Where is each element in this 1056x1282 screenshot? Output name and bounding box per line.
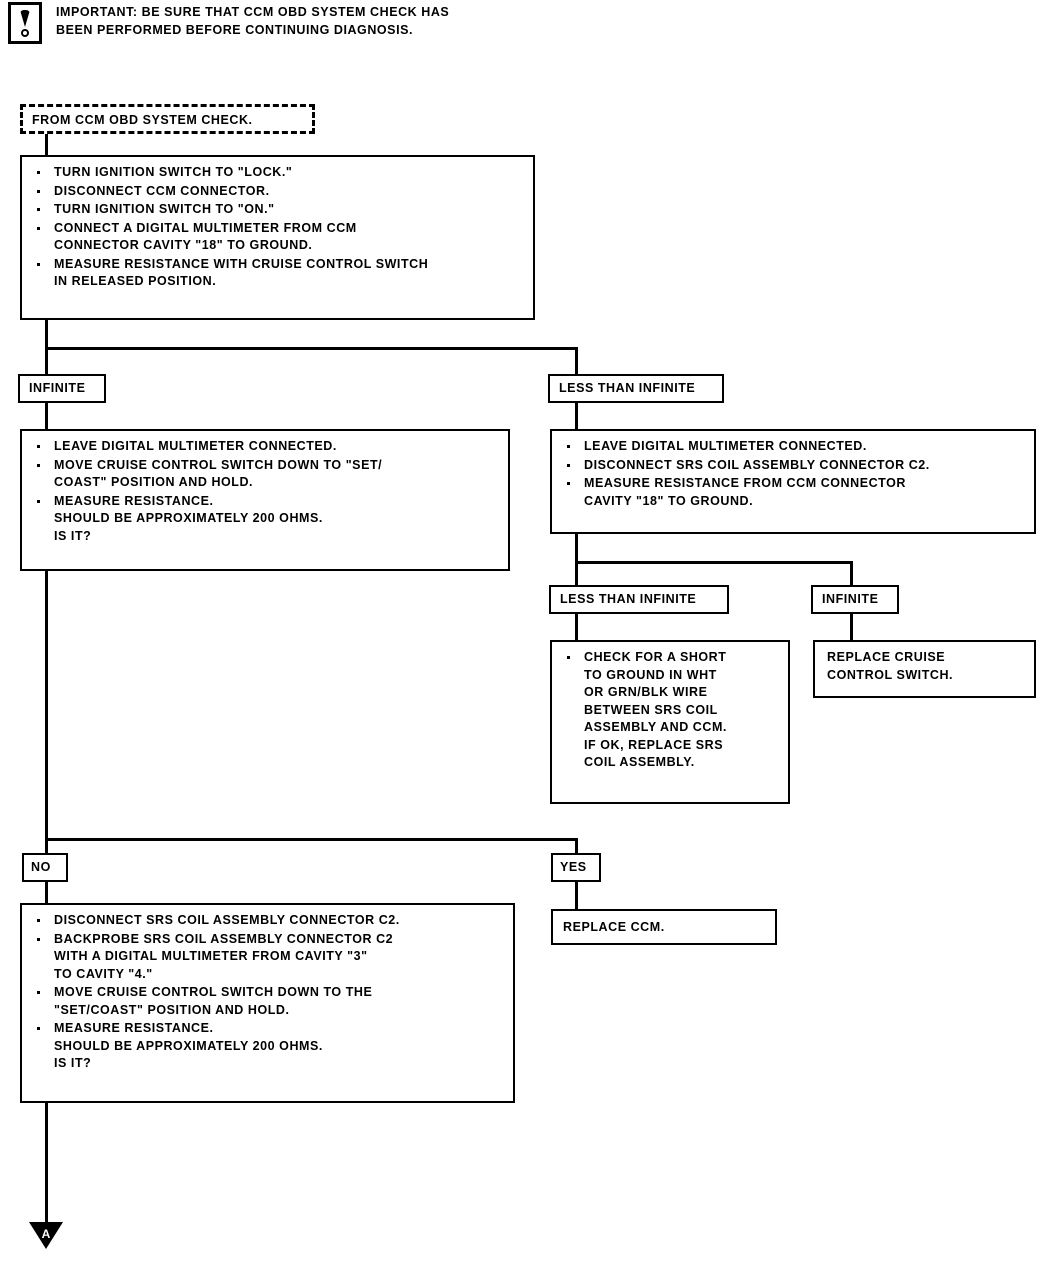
step1-bullet: DISCONNECT CCM CONNECTOR. [32, 183, 523, 201]
branch-label-infinite-2[interactable]: INFINITE [811, 585, 899, 614]
action-short-bullet: CHECK FOR A SHORT TO GROUND IN WHT OR GR… [562, 649, 778, 772]
branch-label-infinite-2-text: INFINITE [822, 592, 879, 606]
branch-label-less-than-infinite[interactable]: LESS THAN INFINITE [548, 374, 724, 403]
connector-split-bus-1 [45, 347, 578, 350]
step1-bullet: TURN IGNITION SWITCH TO "ON." [32, 201, 523, 219]
important-notice-text: IMPORTANT: BE SURE THAT CCM OBD SYSTEM C… [56, 2, 449, 39]
offpage-connector-arrow-icon [29, 1222, 63, 1249]
notice-line-2: BEEN PERFORMED BEFORE CONTINUING DIAGNOS… [56, 22, 414, 37]
important-notice: IMPORTANT: BE SURE THAT CCM OBD SYSTEM C… [8, 2, 449, 44]
branch-label-infinite-text: INFINITE [29, 381, 86, 395]
action-box-replace-ccm: REPLACE CCM. [551, 909, 777, 945]
connector-step1-down [45, 320, 48, 350]
action-box-replace-cruise-control-switch: REPLACE CRUISE CONTROL SWITCH. [813, 640, 1036, 698]
action-box-check-for-short: CHECK FOR A SHORT TO GROUND IN WHT OR GR… [550, 640, 790, 804]
connector-step2left-down [45, 571, 48, 861]
step1-bullet-list: TURN IGNITION SWITCH TO "LOCK." DISCONNE… [32, 164, 523, 291]
connector-to-less-than-infinite-tag-2 [575, 561, 578, 586]
step2-right-bullet: MEASURE RESISTANCE FROM CCM CONNECTOR CA… [562, 475, 1024, 510]
branch-label-yes[interactable]: YES [551, 853, 601, 882]
exclamation-mark-icon [8, 2, 42, 44]
connector-no-to-step3 [45, 882, 48, 904]
branch-label-less-than-infinite-2[interactable]: LESS THAN INFINITE [549, 585, 729, 614]
connector-to-less-than-infinite-tag [575, 347, 578, 375]
step2-left-bullet: MOVE CRUISE CONTROL SWITCH DOWN TO "SET/… [32, 457, 498, 492]
entry-node-label: FROM CCM OBD SYSTEM CHECK. [32, 113, 253, 127]
branch-label-yes-text: YES [560, 860, 587, 874]
step2-right-bullet-list: LEAVE DIGITAL MULTIMETER CONNECTED. DISC… [562, 438, 1024, 510]
step-box-measure-set-coast-at-ccm: LEAVE DIGITAL MULTIMETER CONNECTED. MOVE… [20, 429, 510, 571]
step2-right-bullet: DISCONNECT SRS COIL ASSEMBLY CONNECTOR C… [562, 457, 1024, 475]
offpage-connector-label: A [41, 1227, 51, 1241]
action-short-bullet-list: CHECK FOR A SHORT TO GROUND IN WHT OR GR… [562, 649, 778, 772]
branch-label-no[interactable]: NO [22, 853, 68, 882]
connector-infinite2-to-replace-switch [850, 614, 853, 641]
connector-lessthan-to-step2right [575, 403, 578, 430]
step-box-initial-measurement: TURN IGNITION SWITCH TO "LOCK." DISCONNE… [20, 155, 535, 320]
connector-lessthan2-to-action-short [575, 614, 578, 641]
connector-split-bus-3 [45, 838, 578, 841]
step2-left-bullet: LEAVE DIGITAL MULTIMETER CONNECTED. [32, 438, 498, 456]
step3-left-bullet: DISCONNECT SRS COIL ASSEMBLY CONNECTOR C… [32, 912, 503, 930]
step2-left-bullet-list: LEAVE DIGITAL MULTIMETER CONNECTED. MOVE… [32, 438, 498, 545]
step2-right-bullet: LEAVE DIGITAL MULTIMETER CONNECTED. [562, 438, 1024, 456]
step1-bullet: TURN IGNITION SWITCH TO "LOCK." [32, 164, 523, 182]
entry-node-from-ccm-obd-system-check[interactable]: FROM CCM OBD SYSTEM CHECK. [20, 104, 315, 134]
connector-yes-to-replace-ccm [575, 882, 578, 909]
connector-step2right-down [575, 534, 578, 564]
step3-left-bullet: BACKPROBE SRS COIL ASSEMBLY CONNECTOR C2… [32, 931, 503, 984]
step-box-disconnect-srs-coil-measure: LEAVE DIGITAL MULTIMETER CONNECTED. DISC… [550, 429, 1036, 534]
step3-left-bullet: MOVE CRUISE CONTROL SWITCH DOWN TO THE "… [32, 984, 503, 1019]
step-box-backprobe-srs-coil: DISCONNECT SRS COIL ASSEMBLY CONNECTOR C… [20, 903, 515, 1103]
branch-label-infinite[interactable]: INFINITE [18, 374, 106, 403]
branch-label-no-text: NO [31, 860, 51, 874]
connector-split-bus-2 [575, 561, 853, 564]
step3-left-bullet-list: DISCONNECT SRS COIL ASSEMBLY CONNECTOR C… [32, 912, 503, 1073]
connector-to-infinite-tag [45, 347, 48, 375]
branch-label-less-than-infinite-2-text: LESS THAN INFINITE [560, 592, 697, 606]
connector-step3-to-offpage [45, 1103, 48, 1224]
connector-to-infinite-tag-2 [850, 561, 853, 586]
action-replace-ccm-label: REPLACE CCM. [563, 920, 665, 934]
step1-bullet: MEASURE RESISTANCE WITH CRUISE CONTROL S… [32, 256, 523, 291]
step3-left-bullet: MEASURE RESISTANCE. SHOULD BE APPROXIMAT… [32, 1020, 503, 1073]
step2-left-bullet: MEASURE RESISTANCE. SHOULD BE APPROXIMAT… [32, 493, 498, 546]
notice-line-1: IMPORTANT: BE SURE THAT CCM OBD SYSTEM C… [56, 5, 450, 19]
action-replace-switch-label: REPLACE CRUISE CONTROL SWITCH. [827, 650, 954, 682]
connector-to-yes-tag [575, 838, 578, 855]
step1-bullet: CONNECT A DIGITAL MULTIMETER FROM CCM CO… [32, 220, 523, 255]
connector-infinite-to-step2left [45, 403, 48, 430]
connector-entry-to-step1 [45, 134, 48, 156]
branch-label-less-than-infinite-text: LESS THAN INFINITE [559, 381, 696, 395]
